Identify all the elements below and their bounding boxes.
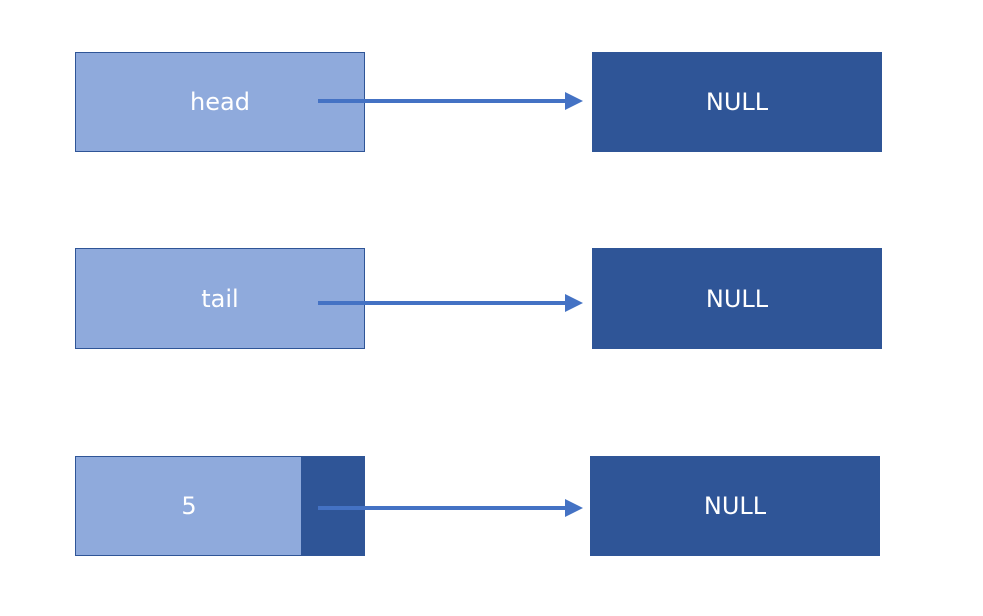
- node-data-cell: 5: [75, 456, 302, 556]
- null-box-head: NULL: [592, 52, 882, 152]
- arrowhead-icon: [565, 92, 583, 110]
- arrowhead-icon: [565, 294, 583, 312]
- null-box-node: NULL: [590, 456, 880, 556]
- tail-pointer-box: tail: [75, 248, 365, 349]
- node-data-value: 5: [181, 492, 197, 520]
- null-label-head: NULL: [705, 88, 769, 116]
- node-next-cell: [301, 456, 365, 556]
- head-label: head: [190, 88, 250, 116]
- null-box-tail: NULL: [592, 248, 882, 349]
- arrowhead-icon: [565, 499, 583, 517]
- null-label-node: NULL: [703, 492, 767, 520]
- tail-label: tail: [201, 284, 239, 313]
- null-label-tail: NULL: [705, 284, 769, 313]
- head-pointer-box: head: [75, 52, 365, 152]
